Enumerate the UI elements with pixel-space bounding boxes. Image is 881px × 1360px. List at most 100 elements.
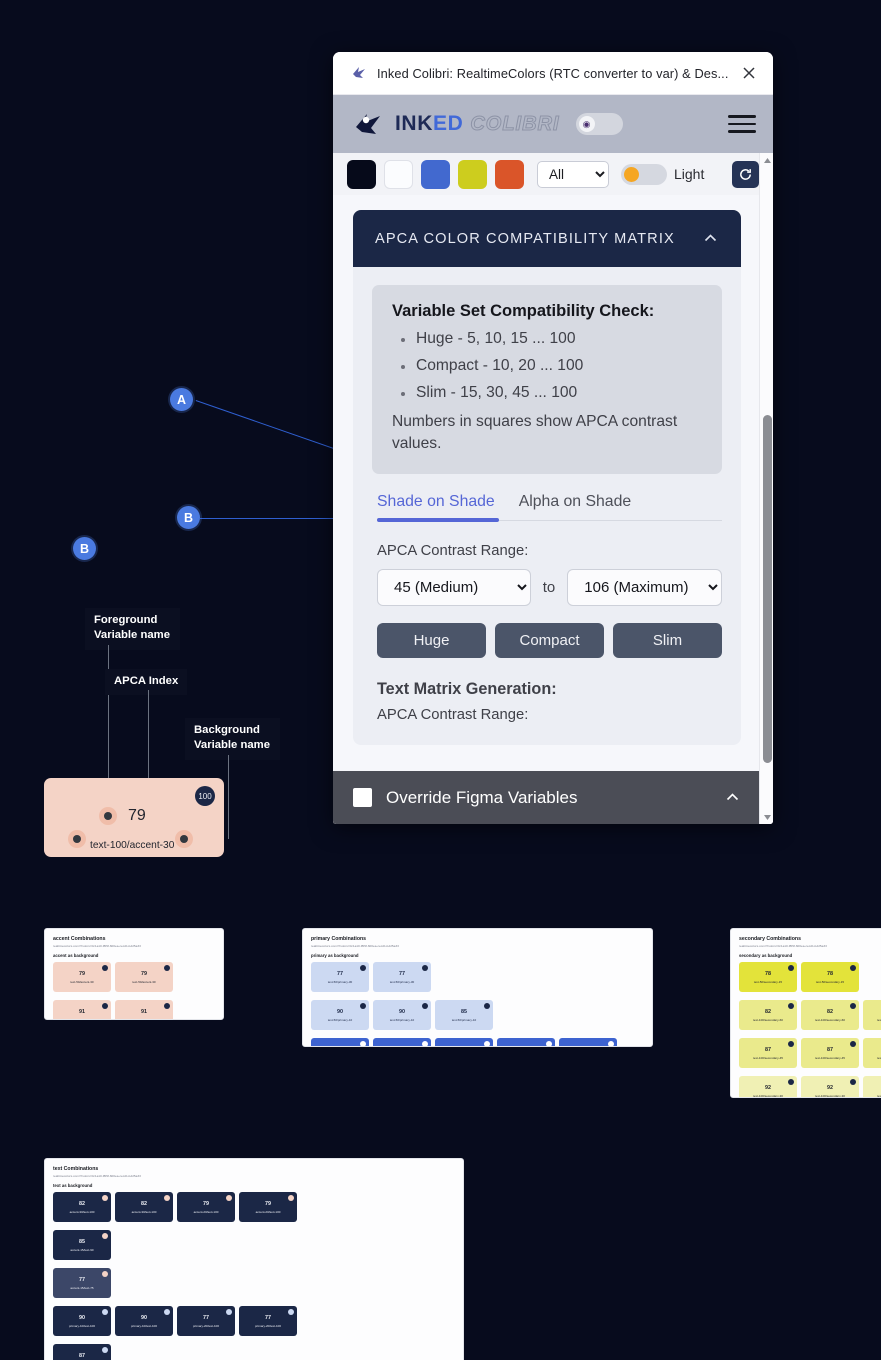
combo-cell-dot: [164, 965, 170, 971]
swatch-primary-color[interactable]: [421, 159, 450, 189]
scroll-down-arrow-icon[interactable]: [760, 810, 773, 824]
combo-cell-label: accent-30/text-100: [131, 1209, 157, 1214]
combo-cell-value: 78: [765, 970, 771, 977]
combo-cell-value: 77: [265, 1314, 271, 1321]
combo-cell-dot: [102, 1309, 108, 1315]
hamburger-menu-icon[interactable]: [728, 110, 756, 138]
combo-cell-value: 76: [585, 1047, 591, 1048]
window-titlebar: Inked Colibri: RealtimeColors (RTC conve…: [333, 52, 773, 95]
callout-foreground-variable: Foreground Variable name: [85, 608, 180, 650]
apca-matrix-body: Variable Set Compatibility Check: Huge -…: [353, 267, 741, 746]
eye-toggle[interactable]: ◉: [575, 113, 623, 135]
combo-cell-dot: [164, 1309, 170, 1315]
huge-button[interactable]: Huge: [377, 623, 486, 659]
swatch-text-color[interactable]: [347, 159, 376, 189]
combo-cell-dot: [102, 1233, 108, 1239]
combo-cell-value: 79: [141, 970, 147, 977]
combo-cell-label: text-100/secondary-60: [753, 1017, 783, 1022]
eye-icon: ◉: [578, 116, 595, 132]
annotation-marker-a[interactable]: A: [170, 388, 193, 411]
combo-cell-dot: [788, 1079, 794, 1085]
combo-cell[interactable]: 87primary-5/text-45: [53, 1344, 111, 1360]
chevron-up-icon[interactable]: [702, 230, 719, 247]
combo-cell[interactable]: 76background-50/primary-90: [559, 1038, 617, 1048]
combo-cell[interactable]: 78background-50/primary-100: [373, 1038, 431, 1046]
combo-cell-dot: [102, 965, 108, 971]
combo-cell-value: 91: [141, 1008, 147, 1015]
contrast-range-to-select[interactable]: 106 (Maximum): [567, 569, 722, 607]
combo-card-url: realtimecolors.com/?colors=0c1a10-f8f9f-…: [311, 944, 399, 948]
combo-card-subtitle: text as background: [53, 1183, 93, 1188]
scrollbar-thumb[interactable]: [762, 415, 772, 763]
combo-cell-dot: [850, 1041, 856, 1047]
legend-dot-apca: [104, 812, 112, 820]
scroll-up-arrow-icon[interactable]: [760, 153, 773, 167]
close-icon[interactable]: [739, 63, 759, 83]
matrix-tabs: Shade on Shade Alpha on Shade: [377, 493, 722, 520]
combo-cell-value: 77: [337, 970, 343, 977]
override-figma-variables-checkbox[interactable]: [353, 788, 372, 807]
info-bullet-slim: Slim - 15, 30, 45 ... 100: [392, 384, 702, 402]
refresh-button[interactable]: [732, 160, 759, 188]
window-title: Inked Colibri: RealtimeColors (RTC conve…: [377, 65, 729, 81]
combo-cell[interactable]: 78background-50/primary-100: [311, 1038, 369, 1046]
combo-cell[interactable]: 77background-50/primary-100: [435, 1038, 493, 1046]
chevron-up-icon[interactable]: [724, 789, 741, 806]
tab-alpha-on-shade[interactable]: Alpha on Shade: [518, 493, 632, 511]
filter-select[interactable]: All: [537, 160, 609, 188]
annotation-marker-b-legend[interactable]: B: [73, 537, 96, 560]
combo-cell[interactable]: 77background-50/primary-90: [497, 1038, 555, 1046]
contrast-range-from-select[interactable]: 45 (Medium): [377, 569, 531, 607]
tab-underline: [377, 518, 722, 522]
override-figma-variables-bar[interactable]: Override Figma Variables: [333, 771, 759, 824]
panel-scrollbar[interactable]: [759, 153, 773, 824]
combo-cell-value: 91: [79, 1008, 85, 1015]
theme-mode-toggle[interactable]: Light: [621, 163, 704, 185]
combo-cell-dot: [360, 965, 366, 971]
swatch-secondary-color[interactable]: [458, 159, 487, 189]
combo-cell-dot: [608, 1041, 614, 1046]
combo-cell-dot: [484, 1041, 490, 1046]
tab-shade-on-shade[interactable]: Shade on Shade: [377, 493, 495, 511]
swatch-accent-color[interactable]: [495, 159, 524, 189]
swatch-background-color[interactable]: [384, 159, 413, 189]
annotation-marker-b-leader[interactable]: B: [177, 506, 200, 529]
callout-apca-index-label: APCA Index: [114, 675, 179, 687]
apca-matrix-header[interactable]: APCA COLOR COMPATIBILITY MATRIX: [353, 210, 741, 267]
slim-button[interactable]: Slim: [613, 623, 722, 659]
combo-cell-value: 82: [79, 1200, 85, 1207]
combo-cell-value: 77: [399, 970, 405, 977]
compact-button[interactable]: Compact: [495, 623, 604, 659]
